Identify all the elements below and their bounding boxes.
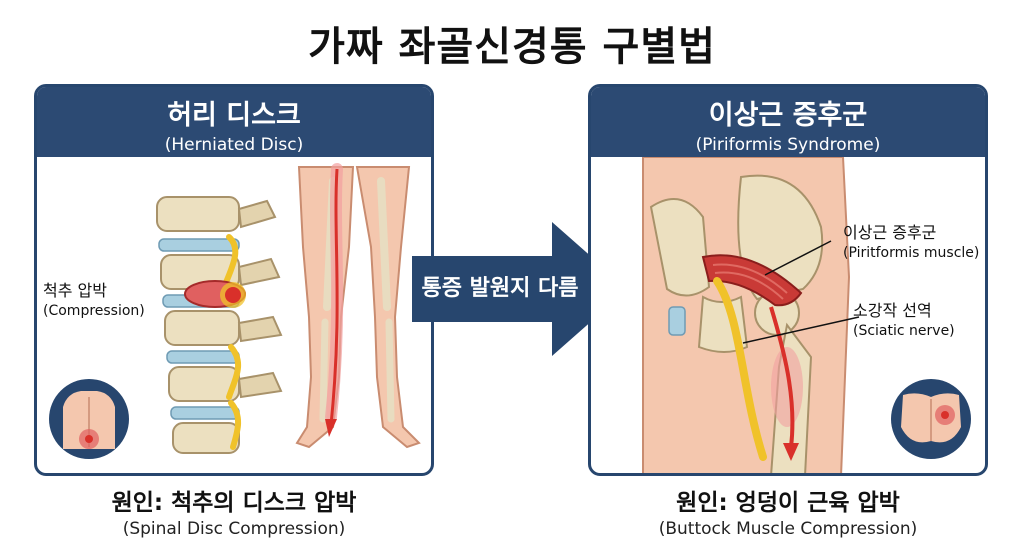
herniated-disc-caption-sub: (Spinal Disc Compression): [122, 519, 346, 539]
piriformis-panel: 이상근 증후군 (Piriformis Syndrome): [588, 84, 988, 476]
piriformis-caption-text: 원인: 엉덩이 근육 압박: [676, 490, 900, 516]
piriformis-header: 이상근 증후군 (Piriformis Syndrome): [591, 87, 985, 157]
pain-arrow: [769, 306, 803, 461]
herniated-disc-header: 허리 디스크 (Herniated Disc): [37, 87, 431, 157]
piriformis-title: 이상근 증후군: [708, 100, 868, 131]
herniated-disc-caption: 원인: 척추의 디스크 압박 (Spinal Disc Compression): [0, 483, 484, 539]
arrow-shape: [412, 222, 628, 356]
sciatic-nerve-label-sub: (Sciatic nerve): [853, 323, 955, 339]
piriformis-subtitle: (Piriformis Syndrome): [695, 135, 881, 155]
comparison-arrow: 통증 발원지 다름: [412, 222, 628, 356]
piriformis-illustration: [591, 157, 985, 473]
compression-label-text: 척추 압박: [43, 281, 107, 300]
buttock-pain-inset: [891, 379, 971, 459]
herniated-disc-panel: 허리 디스크 (Herniated Disc): [34, 84, 434, 476]
piriformis-muscle-label-text: 이상근 증후군: [843, 223, 937, 242]
piriformis-muscle: [701, 254, 803, 307]
sciatic-nerve-label-text: 소강작 선역: [853, 301, 932, 320]
herniated-disc-title: 허리 디스크: [167, 100, 301, 131]
piriformis-caption-sub: (Buttock Muscle Compression): [658, 519, 918, 539]
piriformis-muscle-label: 이상근 증후군 (Piritformis muscle): [843, 219, 979, 261]
arrow-label: 통증 발원지 다름: [421, 276, 579, 301]
piriformis-caption: 원인: 엉덩이 근육 압박 (Buttock Muscle Compressio…: [538, 483, 1024, 539]
herniated-disc-subtitle: (Herniated Disc): [164, 135, 304, 155]
herniated-disc-illustration: [37, 157, 431, 473]
compression-label: 척추 압박 (Compression): [43, 277, 145, 319]
sciatic-nerve: [713, 277, 767, 461]
compression-label-sub: (Compression): [43, 303, 145, 319]
legs-illustration: [295, 163, 421, 449]
piriformis-muscle-label-sub: (Piritformis muscle): [843, 245, 980, 261]
sciatic-nerve-label: 소강작 선역 (Sciatic nerve): [853, 297, 955, 339]
page-title: 가짜 좌골신경통 구별법: [308, 24, 716, 70]
herniated-disc-caption-text: 원인: 척추의 디스크 압박: [111, 490, 357, 516]
spine-and-legs-illustration: [49, 163, 421, 459]
back-pain-inset: [49, 379, 129, 459]
pelvis-illustration: [642, 157, 971, 473]
spine-illustration: [156, 196, 283, 454]
